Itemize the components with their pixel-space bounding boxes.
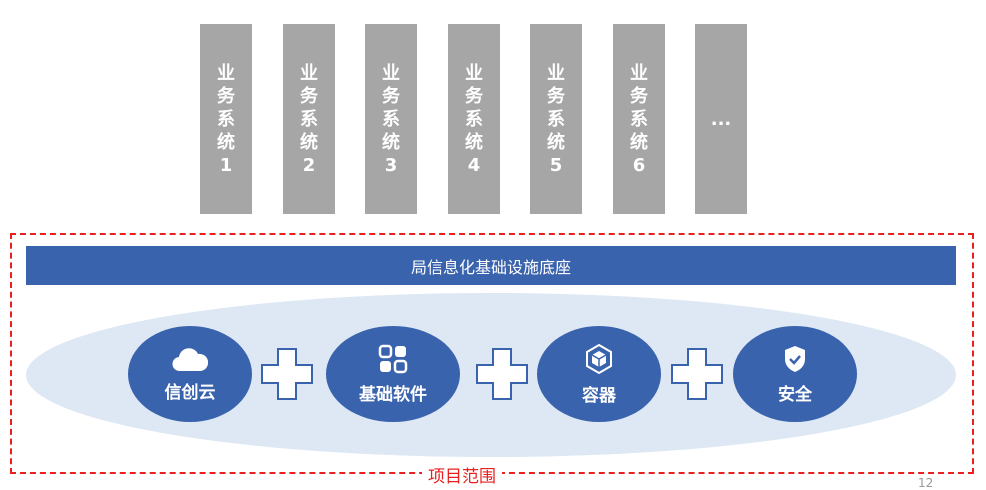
system-label-char: 务 xyxy=(465,85,483,107)
shield-check-icon xyxy=(785,345,805,372)
plus-icon xyxy=(476,348,528,400)
system-label-char: 业 xyxy=(300,62,318,84)
component-label: 容器 xyxy=(582,385,616,406)
system-label-char: 务 xyxy=(217,85,235,107)
component-label: 基础软件 xyxy=(359,384,427,405)
system-label-char: 5 xyxy=(549,154,563,176)
component-xinchuang-cloud: 信创云 xyxy=(128,326,252,422)
system-label-char: 系 xyxy=(382,108,400,130)
system-label-char: 2 xyxy=(302,154,316,176)
plus-icon xyxy=(671,348,723,400)
system-label-char: 统 xyxy=(300,131,318,153)
component-container: 容器 xyxy=(537,326,661,422)
component-basic-software: 基础软件 xyxy=(326,326,460,422)
system-label-char: 系 xyxy=(465,108,483,130)
cloud-icon xyxy=(172,347,208,371)
system-label-char: 系 xyxy=(547,108,565,130)
system-label-char: 业 xyxy=(630,62,648,84)
system-label-char: 务 xyxy=(382,85,400,107)
platform-title-bar: 局信息化基础设施底座 xyxy=(26,246,956,285)
system-label-char: 统 xyxy=(217,131,235,153)
system-label-char: 业 xyxy=(547,62,565,84)
system-label-char: 系 xyxy=(217,108,235,130)
plus-icon xyxy=(261,348,313,400)
system-label-char: 统 xyxy=(465,131,483,153)
system-label-char: 4 xyxy=(467,154,481,176)
system-label-char: 业 xyxy=(382,62,400,84)
system-label-char: 统 xyxy=(630,131,648,153)
system-label-char: 3 xyxy=(384,154,398,176)
system-label-char: 系 xyxy=(630,108,648,130)
system-label-char: 系 xyxy=(300,108,318,130)
apps-grid-icon xyxy=(378,344,408,373)
component-label: 安全 xyxy=(778,384,812,405)
system-label-char: 业 xyxy=(217,62,235,84)
system-label-char: 统 xyxy=(547,131,565,153)
component-security: 安全 xyxy=(733,326,857,422)
system-label-char: 务 xyxy=(547,85,565,107)
system-label-char: 业 xyxy=(465,62,483,84)
system-label-char: 6 xyxy=(632,154,646,176)
project-scope-label: 项目范围 xyxy=(422,462,502,487)
page-number: 12 xyxy=(918,476,934,490)
container-cube-icon xyxy=(586,343,612,374)
system-label-char: 务 xyxy=(630,85,648,107)
business-system-more: ... xyxy=(695,24,747,214)
system-label-char: 统 xyxy=(382,131,400,153)
system-label-char: 1 xyxy=(219,154,233,176)
system-label-char: ... xyxy=(710,108,732,130)
component-label: 信创云 xyxy=(164,382,216,403)
system-label-char: 务 xyxy=(300,85,318,107)
